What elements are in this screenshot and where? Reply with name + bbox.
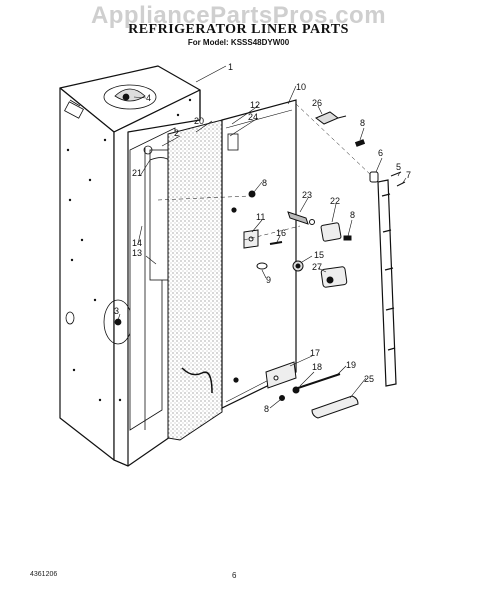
callout-21: 21 (132, 168, 142, 178)
small-parts (243, 111, 406, 419)
insulation-wire (181, 367, 213, 394)
callout-1: 1 (228, 62, 233, 72)
callout-5: 5 (396, 162, 401, 172)
callout-23: 23 (302, 190, 312, 200)
callout-17: 17 (310, 348, 320, 358)
callout-24: 24 (248, 112, 258, 122)
callout-7: 7 (406, 170, 411, 180)
cabinet-details (64, 84, 176, 431)
callout-18: 18 (312, 362, 322, 372)
watermark: AppliancePartsPros.com (90, 2, 387, 29)
callout-27: 27 (312, 262, 322, 272)
callout-26: 26 (312, 98, 322, 108)
callout-3: 3 (114, 306, 119, 316)
callout-6: 6 (378, 148, 383, 158)
callout-22: 22 (330, 196, 340, 206)
callout-8-right: 8 (350, 210, 355, 220)
model-subtitle: For Model: KSSS48DYW00 (187, 38, 290, 47)
callout-20: 20 (194, 116, 204, 126)
callout-9: 9 (266, 275, 271, 285)
callout-10: 10 (296, 82, 306, 92)
callout-19: 19 (346, 360, 356, 370)
callout-8-mid: 8 (262, 178, 267, 188)
callout-12: 12 (250, 100, 260, 110)
side-rail (377, 179, 397, 387)
callout-4: 4 (146, 93, 151, 103)
callout-16: 16 (276, 228, 286, 238)
callout-25: 25 (364, 374, 374, 384)
diagram-title: REFRIGERATOR LINER PARTS (128, 22, 349, 37)
callout-labels: 1 2 3 4 5 6 7 8 8 8 8 9 10 11 12 13 14 1… (114, 62, 411, 414)
callout-11: 11 (256, 212, 265, 222)
cabinet-rivets (66, 98, 192, 402)
page-number: 6 (232, 571, 237, 580)
leader-lines (117, 65, 407, 409)
callout-14: 14 (132, 238, 142, 248)
callout-15: 15 (314, 250, 324, 260)
insulation-panel (167, 119, 223, 441)
callout-13: 13 (132, 248, 142, 258)
document-number: 4361206 (30, 571, 58, 578)
callout-8-top: 8 (360, 118, 365, 128)
callout-2: 2 (174, 128, 179, 138)
callout-8-bottom: 8 (264, 404, 269, 414)
liner-panel (221, 99, 297, 409)
projection-lines (157, 103, 373, 241)
